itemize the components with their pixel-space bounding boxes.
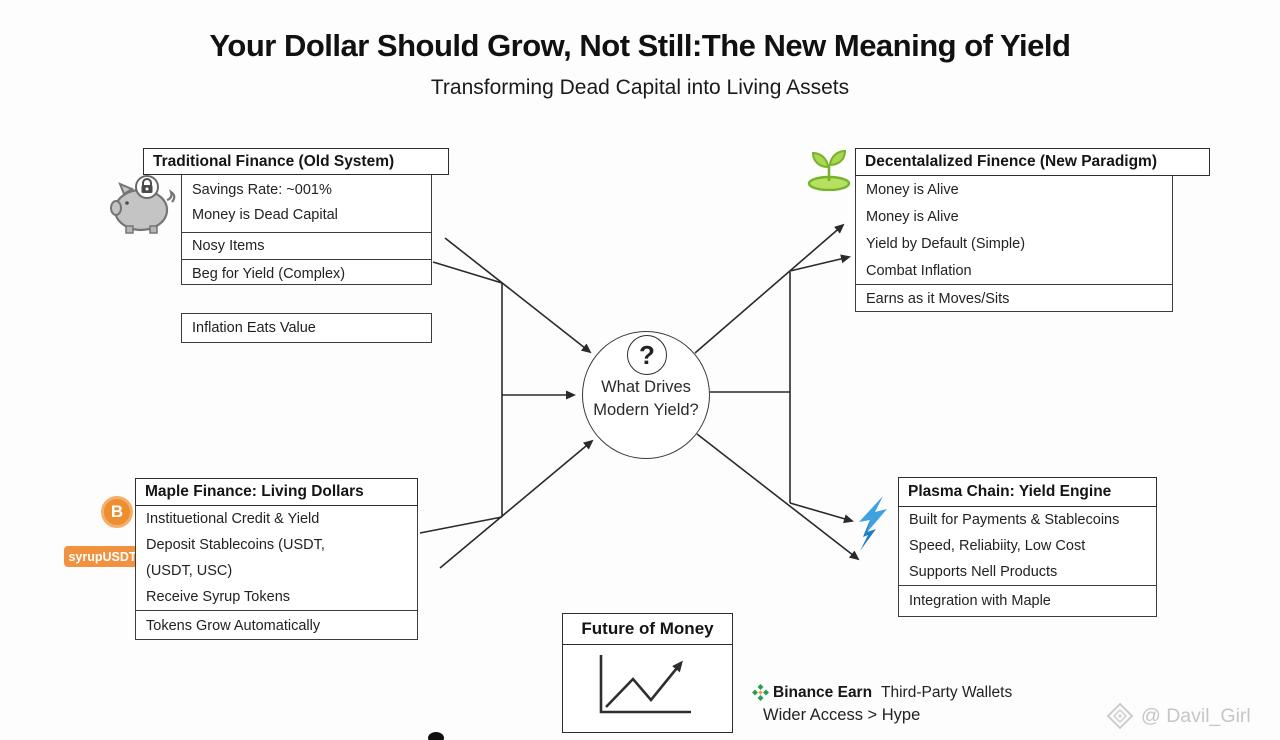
- list-item: Integration with Maple: [899, 585, 1156, 616]
- list-item: Receive Syrup Tokens: [146, 589, 291, 605]
- wider-access-label: Wider Access > Hype: [763, 706, 921, 724]
- watermark-icon: [1106, 702, 1134, 730]
- defi-header: Decentalalized Finence (New Paradigm): [855, 148, 1210, 176]
- future-of-money-box: Future of Money: [562, 613, 733, 733]
- list-item: Supports Nell Products: [909, 564, 1058, 580]
- maple-finance-title: Maple Finance: Living Dollars: [145, 483, 364, 500]
- list-item: Nosy Items: [182, 232, 431, 259]
- list-item: (USDT, USC): [146, 563, 233, 579]
- binance-earn-label: Binance Earn: [773, 684, 873, 701]
- list-item: Built for Payments & Stablecoins: [909, 512, 1120, 528]
- list-item: Yield by Default (Simple): [866, 235, 1026, 252]
- ink-dot: [428, 732, 444, 740]
- maple-finance-header: Maple Finance: Living Dollars: [135, 478, 418, 506]
- list-item: Speed, Reliabiity, Low Cost: [909, 538, 1086, 554]
- list-item: Money is Dead Capital: [192, 207, 338, 223]
- list-item: Deposit Stablecoins (USDT,: [146, 537, 325, 553]
- circle-text-line1: What Drives: [601, 378, 691, 396]
- circle-text-line2: Modern Yield?: [593, 401, 699, 419]
- binance-icon: [752, 684, 769, 701]
- growth-chart-icon: [599, 655, 691, 714]
- defi-list: Money is Alive Money is Alive Yield by D…: [855, 176, 1173, 312]
- bitcoin-coin-icon: B: [101, 496, 133, 528]
- list-item: Combat Inflation: [866, 262, 972, 279]
- lock-icon: [135, 175, 159, 199]
- list-item: Earns as it Moves/Sits: [856, 284, 1172, 312]
- center-question-circle: ? What Drives Modern Yield?: [582, 331, 710, 459]
- list-item: Tokens Grow Automatically: [136, 610, 417, 640]
- plasma-chain-list: Built for Payments & Stablecoins Speed, …: [898, 507, 1157, 617]
- watermark: @ Davil_Girl: [1104, 702, 1251, 730]
- maple-finance-list: Instituetional Credit & Yield Deposit St…: [135, 506, 418, 640]
- page-title: Your Dollar Should Grow, Not Still:The N…: [209, 28, 1071, 63]
- list-item: Money is Alive: [866, 181, 959, 198]
- lightning-bolt-icon: [859, 496, 887, 551]
- traditional-finance-title: Traditional Finance (Old System): [153, 152, 395, 170]
- traditional-finance-list: Savings Rate: ~001% Money is Dead Capita…: [181, 175, 432, 285]
- plasma-chain-header: Plasma Chain: Yield Engine: [898, 477, 1157, 507]
- watermark-text: @ Davil_Girl: [1141, 704, 1251, 727]
- defi-title: Decentalalized Finence (New Paradigm): [865, 153, 1158, 170]
- third-party-wallets-label: Third-Party Wallets: [881, 684, 1013, 701]
- traditional-finance-header: Traditional Finance (Old System): [143, 148, 449, 175]
- plasma-chain-title: Plasma Chain: Yield Engine: [908, 483, 1112, 500]
- future-of-money-title: Future of Money: [563, 614, 732, 645]
- list-item: Instituetional Credit & Yield: [146, 511, 320, 527]
- page-subtitle: Transforming Dead Capital into Living As…: [430, 76, 850, 99]
- sprout-icon: [807, 149, 851, 191]
- syrup-usdt-badge: syrupUSDT: [64, 546, 141, 567]
- list-item: Beg for Yield (Complex): [182, 259, 431, 288]
- piggy-bank-icon: [110, 175, 176, 234]
- question-mark-icon: ?: [627, 335, 667, 375]
- inflation-note: Inflation Eats Value: [181, 313, 432, 343]
- list-item: Money is Alive: [866, 208, 959, 225]
- list-item: Savings Rate: ~001%: [192, 182, 332, 198]
